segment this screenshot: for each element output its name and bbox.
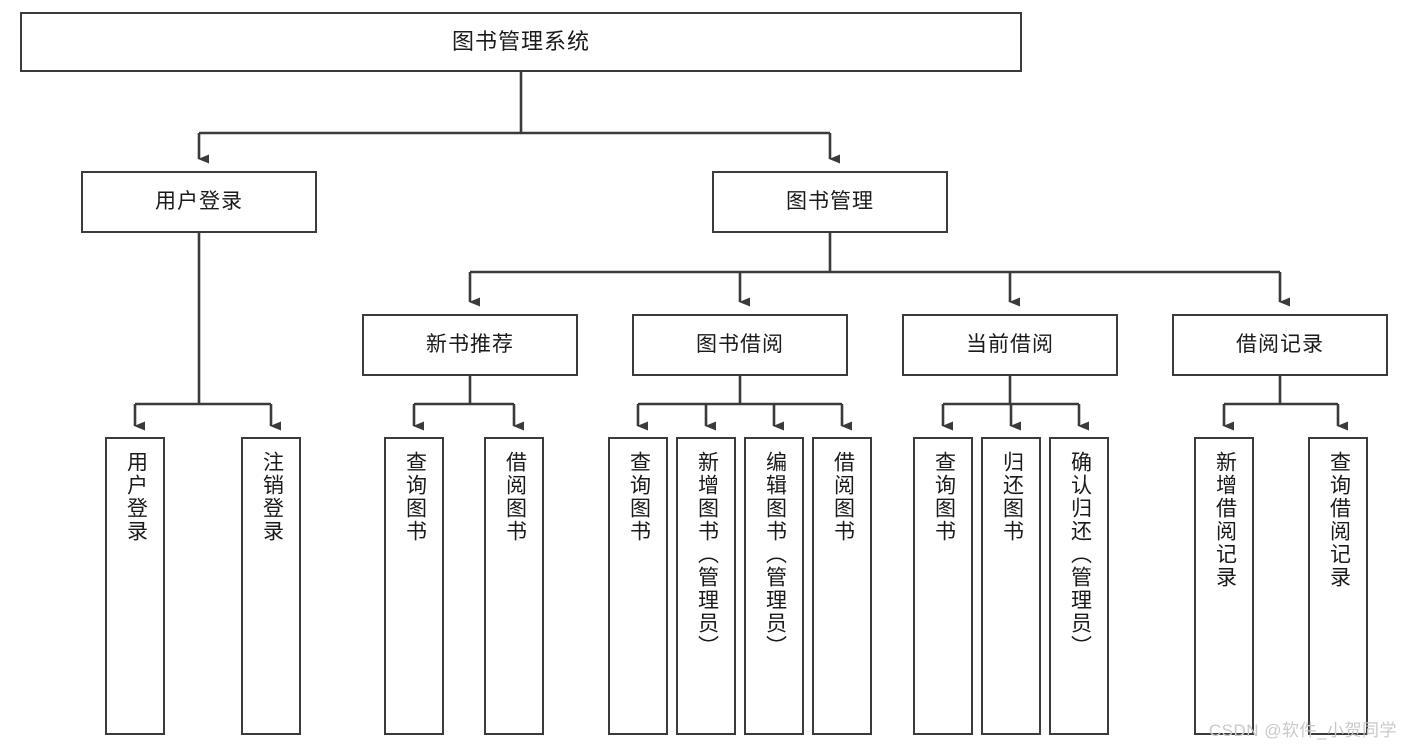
node-label: 编辑图书（管理员）: [763, 451, 787, 658]
node-label: 注销登录: [260, 451, 284, 543]
node-label: 图书借阅: [696, 333, 784, 357]
node-label: 新书推荐: [426, 333, 514, 357]
node-label: 查询借阅记录: [1327, 451, 1351, 589]
node-label: 借阅记录: [1236, 333, 1324, 357]
node-book-management[interactable]: 图书管理: [712, 171, 948, 233]
node-label: 借阅图书: [503, 451, 527, 543]
node-leaf-add-book-admin[interactable]: 新增图书（管理员）: [676, 437, 736, 735]
node-leaf-confirm-return-admin[interactable]: 确认归还（管理员）: [1049, 437, 1109, 735]
node-leaf-query-book-borrow[interactable]: 查询图书: [608, 437, 668, 735]
node-label: 新增借阅记录: [1213, 451, 1237, 589]
node-label: 借阅图书: [831, 451, 855, 543]
node-book-borrow[interactable]: 图书借阅: [632, 314, 848, 376]
node-label: 查询图书: [627, 451, 651, 543]
node-leaf-edit-book-admin[interactable]: 编辑图书（管理员）: [744, 437, 804, 735]
node-leaf-logout[interactable]: 注销登录: [241, 437, 301, 735]
node-label: 图书管理系统: [451, 28, 590, 54]
node-label: 用户登录: [124, 451, 148, 543]
node-label: 确认归还（管理员）: [1068, 451, 1092, 658]
node-label: 当前借阅: [966, 333, 1054, 357]
node-leaf-user-login[interactable]: 用户登录: [105, 437, 165, 735]
node-label: 图书管理: [786, 190, 874, 214]
node-label: 查询图书: [403, 451, 427, 543]
node-leaf-borrow-book-recommend[interactable]: 借阅图书: [484, 437, 544, 735]
csdn-watermark: CSDN @软件_小贺同学: [1208, 721, 1397, 740]
node-user-login[interactable]: 用户登录: [81, 171, 317, 233]
node-borrow-record[interactable]: 借阅记录: [1172, 314, 1388, 376]
node-label: 用户登录: [155, 190, 243, 214]
node-label: 查询图书: [932, 451, 956, 543]
node-new-book-recommend[interactable]: 新书推荐: [362, 314, 578, 376]
node-leaf-add-borrow-record[interactable]: 新增借阅记录: [1194, 437, 1254, 735]
node-leaf-query-book-current[interactable]: 查询图书: [913, 437, 973, 735]
node-root-book-management-system[interactable]: 图书管理系统: [20, 12, 1022, 72]
node-label: 归还图书: [1000, 451, 1024, 543]
node-leaf-query-borrow-record[interactable]: 查询借阅记录: [1308, 437, 1368, 735]
node-leaf-borrow-book[interactable]: 借阅图书: [812, 437, 872, 735]
node-leaf-query-book-recommend[interactable]: 查询图书: [384, 437, 444, 735]
node-current-borrow[interactable]: 当前借阅: [902, 314, 1118, 376]
node-label: 新增图书（管理员）: [695, 451, 719, 658]
node-leaf-return-book[interactable]: 归还图书: [981, 437, 1041, 735]
